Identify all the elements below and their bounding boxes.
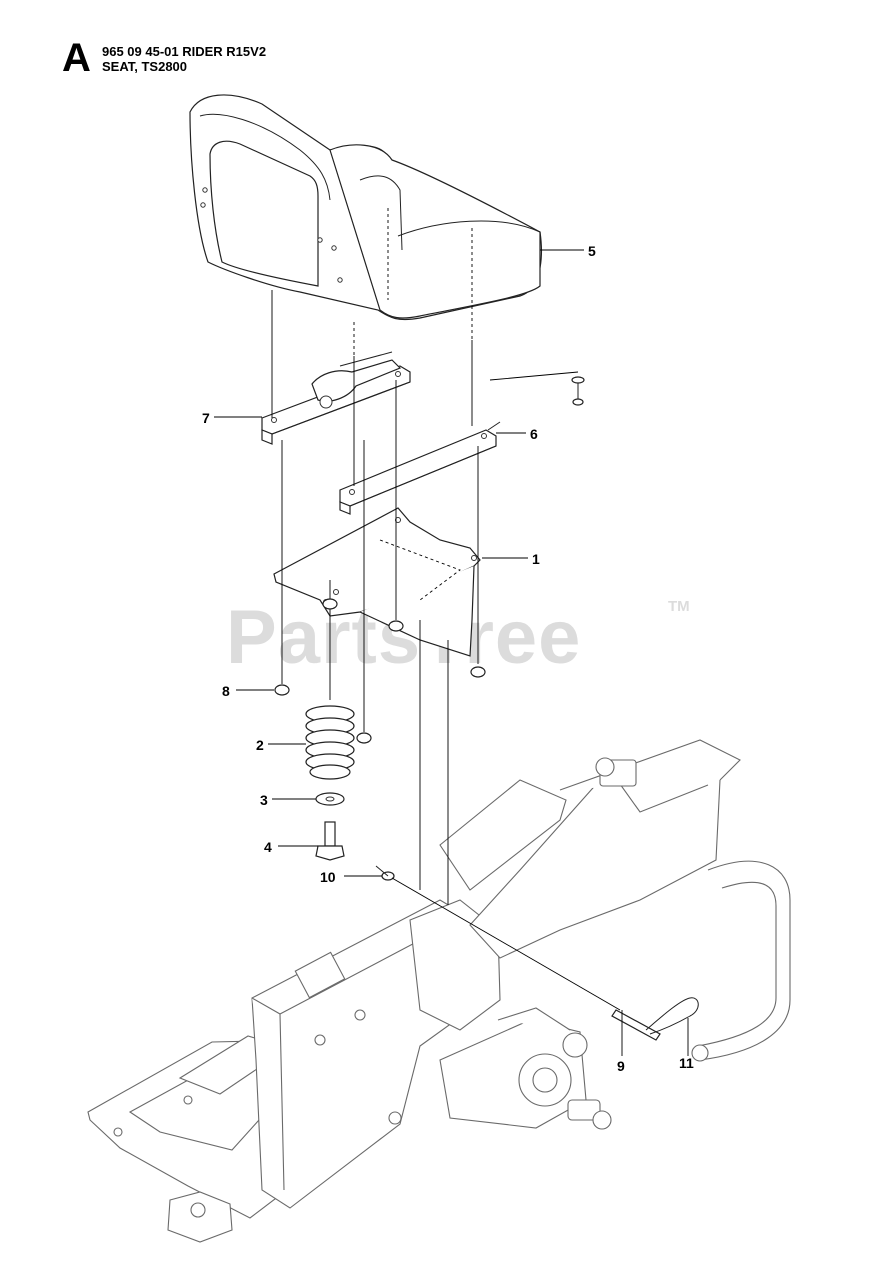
- bolt: [315, 821, 345, 861]
- spring: [305, 705, 355, 780]
- pivot-pin: [391, 877, 661, 1041]
- diagram-subtitle: SEAT, TS2800: [102, 59, 188, 74]
- callout-6[interactable]: 6: [530, 426, 538, 442]
- section-letter: A: [62, 36, 91, 80]
- seat-screw: [571, 376, 585, 406]
- callout-1[interactable]: 1: [532, 551, 540, 567]
- callout-10[interactable]: 10: [320, 869, 336, 885]
- watermark-trademark: TM: [668, 598, 690, 615]
- callout-8[interactable]: 8: [222, 683, 230, 699]
- seat-pan-bracket: [273, 507, 481, 657]
- washer: [315, 792, 345, 806]
- callout-11[interactable]: 11: [679, 1055, 694, 1071]
- small-washer: [375, 865, 395, 881]
- right-slide-rail: [339, 421, 501, 515]
- hair-pin-clip: [645, 997, 699, 1035]
- callout-4[interactable]: 4: [264, 839, 272, 855]
- diagram-title: 965 09 45-01 RIDER R15V2: [102, 44, 267, 59]
- callout-2[interactable]: 2: [256, 737, 264, 753]
- left-slide-rail: [261, 351, 411, 445]
- tractor-frame: [87, 739, 791, 1243]
- callout-7[interactable]: 7: [202, 410, 210, 426]
- seat: [189, 94, 542, 321]
- nut: [274, 598, 486, 744]
- callout-9[interactable]: 9: [617, 1058, 625, 1074]
- callout-3[interactable]: 3: [260, 792, 268, 808]
- callout-5[interactable]: 5: [588, 243, 596, 259]
